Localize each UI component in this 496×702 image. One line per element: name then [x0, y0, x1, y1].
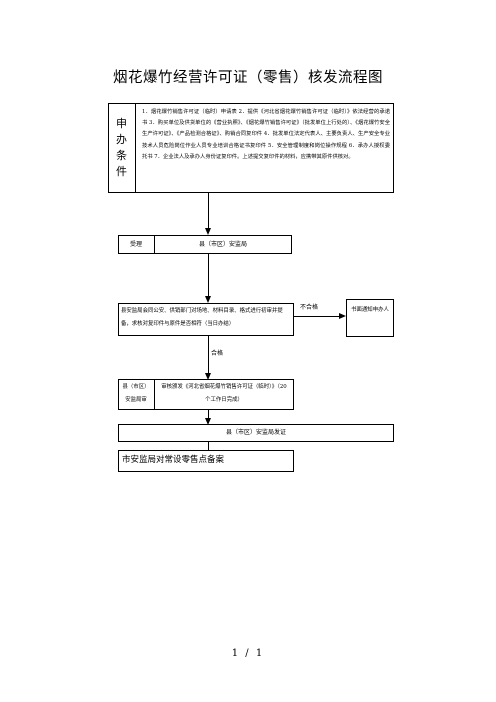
accept-label: 受理	[129, 241, 142, 248]
arrow-down-icon	[204, 228, 211, 235]
fail-label: 不合格	[300, 304, 319, 311]
issue-text: 县（市区）安监局发证	[225, 429, 286, 436]
arrow-down-icon	[204, 373, 211, 380]
review-text: 县安监局会同公安、供销部门对场地、材料目录、格式进行初审并提备，求核对复印件与原…	[121, 308, 283, 327]
requirements-label-char: 办	[116, 133, 127, 146]
approve-divider	[154, 379, 155, 410]
fail-notice-text: 书面通知申办人	[351, 307, 389, 313]
flow-connector	[208, 336, 209, 374]
fail-connector	[294, 316, 341, 317]
requirements-label-char: 件	[116, 165, 127, 178]
approve-text: 审核颁发《河北省烟花爆竹销售许可证（临时）》（20个工作日完成）	[161, 384, 287, 403]
issue-box	[118, 424, 394, 442]
page-number: 1 / 1	[231, 648, 265, 659]
requirements-label: 申 办 条 件	[108, 103, 136, 193]
requirements-text: 1．烟花爆竹销售许可证（临时）申请表 2．提供《河北省烟花爆竹销售许可证（临时）…	[142, 109, 390, 160]
requirements-label-char: 条	[116, 149, 127, 162]
arrow-right-icon	[339, 312, 346, 319]
flow-connector	[208, 254, 209, 297]
review-box	[118, 303, 294, 336]
flow-connector	[208, 193, 209, 229]
record-text: 市安监局对常设零售点备案	[122, 455, 225, 465]
flow-connector	[208, 410, 209, 419]
accept-divider	[154, 235, 155, 254]
pass-label: 合格	[211, 350, 224, 357]
approve-unit: 县（市区）安监局审	[122, 384, 150, 403]
record-box	[118, 450, 294, 472]
accept-box	[118, 235, 292, 254]
record-spacer	[118, 429, 294, 451]
fail-notice-box	[346, 299, 394, 337]
requirements-label-char: 申	[116, 117, 127, 130]
requirements-box	[108, 103, 394, 193]
arrow-down-icon	[204, 418, 211, 425]
accept-unit: 县（市区）安监局	[198, 241, 247, 248]
arrow-down-icon	[204, 296, 211, 303]
page-title: 烟花爆竹经营许可证（零售）核发流程图	[113, 70, 383, 86]
flow-connector	[208, 442, 209, 450]
approve-box	[118, 379, 294, 410]
